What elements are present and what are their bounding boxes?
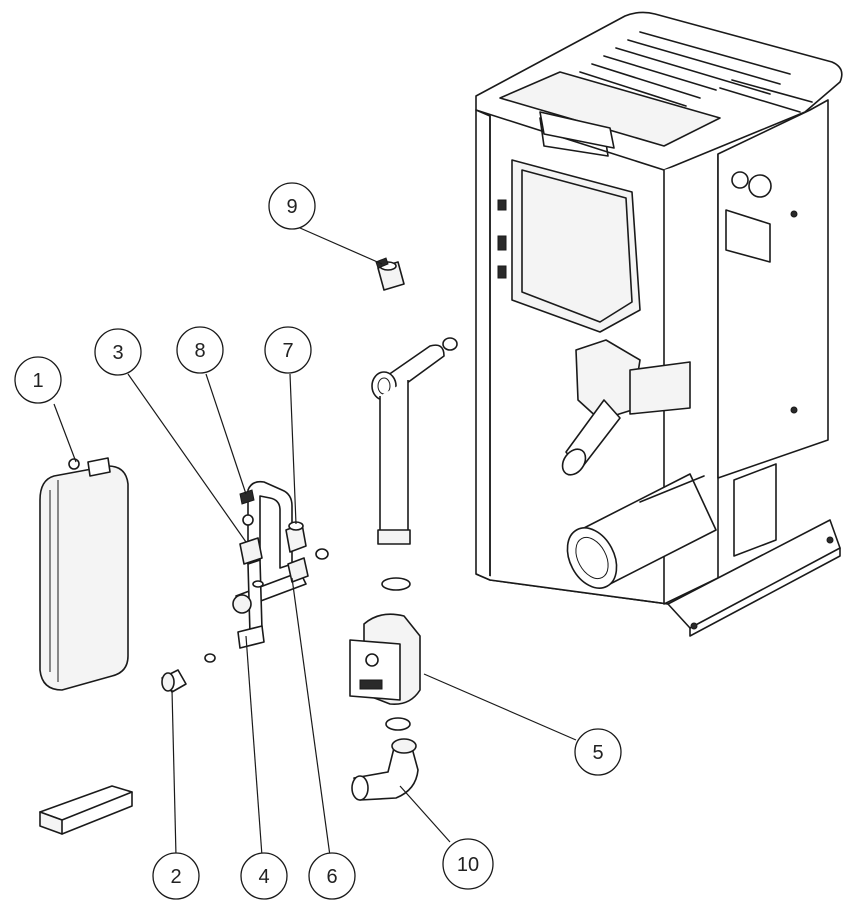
callout-3: 3 [94, 328, 142, 376]
callout-10: 10 [442, 838, 494, 890]
callout-9: 9 [268, 182, 316, 230]
callout-7: 7 [264, 326, 312, 374]
callout-1-label: 1 [32, 370, 43, 392]
mounting-bracket [39, 785, 133, 835]
callout-1: 1 [14, 356, 62, 404]
manifold-assembly [232, 480, 329, 649]
part-10-elbow [351, 738, 419, 801]
part-9-air-vent [375, 257, 405, 291]
callout-9-label: 9 [286, 196, 297, 218]
callout-6-label: 6 [326, 866, 337, 888]
callout-2: 2 [152, 852, 200, 900]
callout-4-label: 4 [258, 866, 269, 888]
stove-body [475, 11, 843, 637]
callout-6: 6 [308, 852, 356, 900]
o-ring-small [204, 653, 216, 663]
callout-3-label: 3 [112, 342, 123, 364]
callout-8-label: 8 [194, 340, 205, 362]
lid-vents [579, 31, 813, 113]
callout-7-label: 7 [282, 340, 293, 362]
callout-8: 8 [176, 326, 224, 374]
leader-lines [53, 227, 577, 857]
callout-4: 4 [240, 852, 288, 900]
callout-5: 5 [574, 728, 622, 776]
callout-5-label: 5 [592, 742, 603, 764]
callout-2-label: 2 [170, 866, 181, 888]
flow-pipe [371, 337, 458, 591]
part-5-pump [349, 613, 421, 731]
callout-10-label: 10 [457, 854, 479, 876]
part-2-valve [161, 669, 187, 693]
part-1-expansion-tank [39, 457, 129, 691]
